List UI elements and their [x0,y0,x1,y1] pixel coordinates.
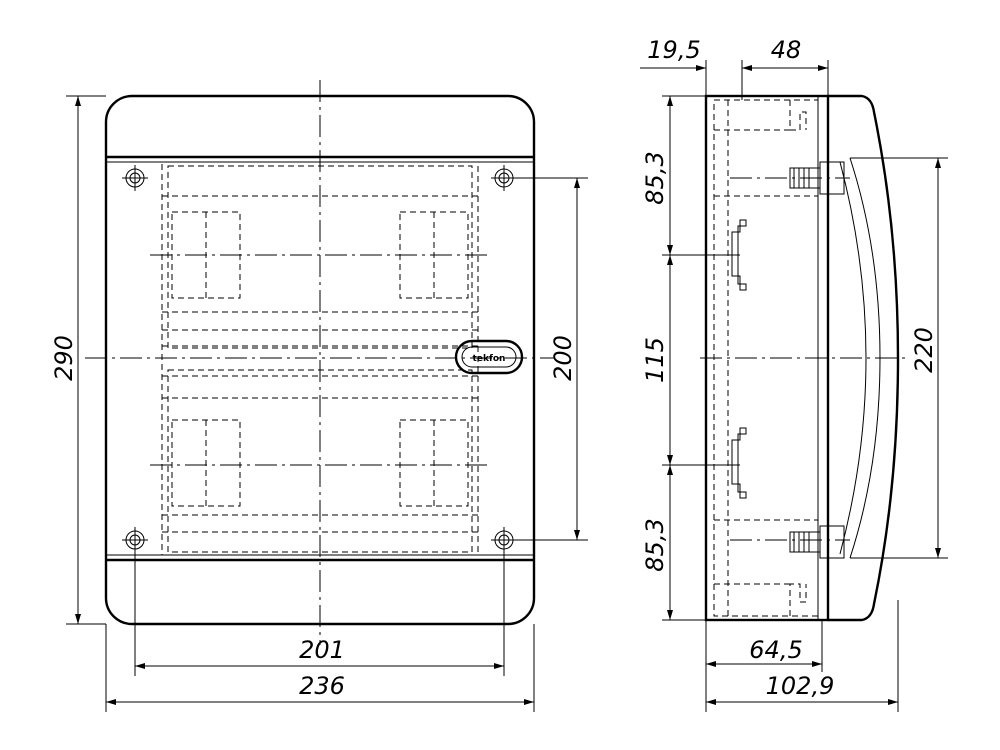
door-latch: tekfon [454,339,524,375]
dim-overall-depth-102-9: 102,9 [766,672,835,700]
din-rail-upper [731,219,747,291]
dim-inner-height-200: 200 [549,335,577,381]
dim-door-height-220: 220 [910,327,938,373]
dim-middle-pitch-115: 115 [641,337,669,383]
dim-bottom-depth-64-5: 64,5 [749,636,802,664]
front-view: tekfon 290 200 201 236 [50,80,588,712]
dim-inner-width-201: 201 [299,636,345,664]
dim-height-290: 290 [50,335,78,381]
dim-lower-pitch-85-3: 85,3 [641,518,669,571]
side-screw-lower-icon [789,525,845,559]
screw-bottom-right-icon [491,527,517,553]
side-view: 19,5 48 85,3 115 85,3 220 64,5 102,9 [640,36,948,712]
dim-upper-pitch-85-3: 85,3 [641,151,669,204]
dim-width-236: 236 [299,672,345,700]
screw-top-left-icon [122,165,148,191]
brand-logo: tekfon [473,354,506,364]
dim-top-depth-48: 48 [771,36,802,64]
din-rail-lower [731,427,747,499]
side-door-profile [828,94,900,622]
dim-top-offset-19-5: 19,5 [647,36,700,64]
screw-top-right-icon [491,165,517,191]
screw-bottom-left-icon [122,527,148,553]
